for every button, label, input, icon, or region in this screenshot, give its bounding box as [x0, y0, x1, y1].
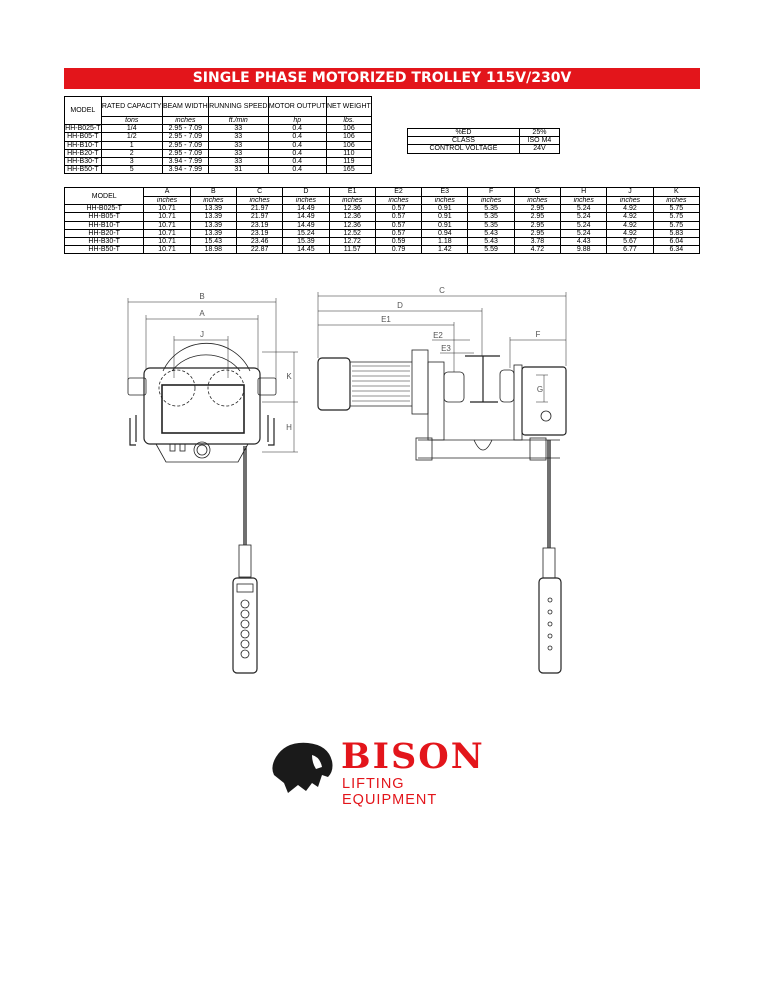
table-header-row: MODEL RATED CAPACITY BEAM WIDTH RUNNING … [64, 95, 373, 126]
value-cell: 2.95 - 7.09 [161, 148, 209, 159]
value-cell: 2.95 [513, 220, 562, 230]
value-cell: 5.43 [467, 237, 515, 247]
value-cell: 5.75 [652, 204, 701, 214]
bison-animal-icon [272, 742, 333, 793]
dim-label-j: J [200, 330, 204, 339]
value-cell: 3.78 [513, 237, 562, 247]
front-view-drawing: B A J K H [127, 292, 298, 674]
value-cell: 2.95 - 7.09 [161, 140, 209, 150]
value-cell: 119 [325, 157, 373, 167]
unit-cell: inches [513, 195, 562, 206]
dim-label-g: G [537, 385, 543, 394]
value-cell: 2.95 - 7.09 [161, 132, 209, 142]
unit-cell: tons [100, 115, 163, 126]
value-cell: 3.94 - 7.99 [161, 157, 209, 167]
bison-logo: BISON LIFTING EQUIPMENT [268, 735, 493, 808]
dim-label-e1: E1 [381, 315, 391, 324]
spec-value: 25% [518, 127, 561, 138]
value-cell: 5.75 [652, 212, 701, 222]
value-cell: 1 [100, 140, 163, 150]
spec-table: MODEL RATED CAPACITY BEAM WIDTH RUNNING … [64, 95, 373, 175]
page-title: SINGLE PHASE MOTORIZED TROLLEY 115V/230V [64, 68, 700, 89]
dim-label-e2: E2 [433, 331, 443, 340]
value-cell: 3.94 - 7.99 [161, 165, 209, 175]
value-cell: 2.95 - 7.09 [161, 124, 209, 134]
value-cell: 4.72 [513, 245, 562, 255]
spec-value: ISO M4 [518, 136, 561, 146]
dim-label-e3: E3 [441, 344, 451, 353]
col-header: MODEL [64, 95, 102, 126]
value-cell: 1/2 [100, 132, 163, 142]
value-cell: 2.95 [513, 228, 562, 239]
unit-cell: inches [161, 115, 209, 126]
dim-label-d: D [397, 301, 403, 310]
dim-label-h: H [286, 423, 292, 432]
value-cell: 5.43 [467, 228, 515, 239]
value-cell: 5.24 [560, 228, 608, 239]
value-cell: 3 [100, 157, 163, 167]
value-cell: 5.24 [560, 212, 608, 222]
dim-label-b: B [199, 292, 204, 301]
value-cell: 6.04 [652, 237, 701, 247]
spec-value: 24V [518, 144, 561, 154]
value-cell: 110 [325, 148, 373, 159]
value-cell: 6.34 [652, 245, 701, 255]
value-cell: 165 [325, 165, 373, 175]
dim-label-k: K [286, 372, 292, 381]
side-view-drawing: C D E1 E2 E3 F G [317, 286, 567, 674]
value-cell: 9.88 [560, 245, 608, 255]
dim-label-c: C [439, 286, 445, 295]
unit-cell: inches [560, 195, 608, 206]
value-cell: 106 [325, 132, 373, 142]
value-cell: 5.35 [467, 220, 515, 230]
value-cell: 5 [100, 165, 163, 175]
unit-cell: lbs. [325, 115, 373, 126]
value-cell: 5.35 [467, 212, 515, 222]
value-cell: 106 [325, 140, 373, 150]
value-cell: 2.95 [513, 212, 562, 222]
dim-label-f: F [536, 330, 541, 339]
value-cell: 5.35 [467, 204, 515, 214]
dim-label-a: A [199, 309, 205, 318]
value-cell: 2.95 [513, 204, 562, 214]
unit-cell: inches [652, 195, 701, 206]
value-cell: 5.83 [652, 228, 701, 239]
value-cell: 1/4 [100, 124, 163, 134]
value-cell: 5.24 [560, 204, 608, 214]
units-row: tons inches ft./min hp lbs. [65, 115, 373, 126]
value-cell: 2 [100, 148, 163, 159]
unit-cell: inches [467, 195, 515, 206]
logo-name: BISON [341, 736, 485, 777]
value-cell: 106 [325, 124, 373, 134]
value-cell: 5.24 [560, 220, 608, 230]
value-cell: 4.43 [560, 237, 608, 247]
logo-tagline: LIFTING EQUIPMENT [342, 776, 438, 808]
value-cell: 5.75 [652, 220, 701, 230]
value-cell: 5.59 [467, 245, 515, 255]
